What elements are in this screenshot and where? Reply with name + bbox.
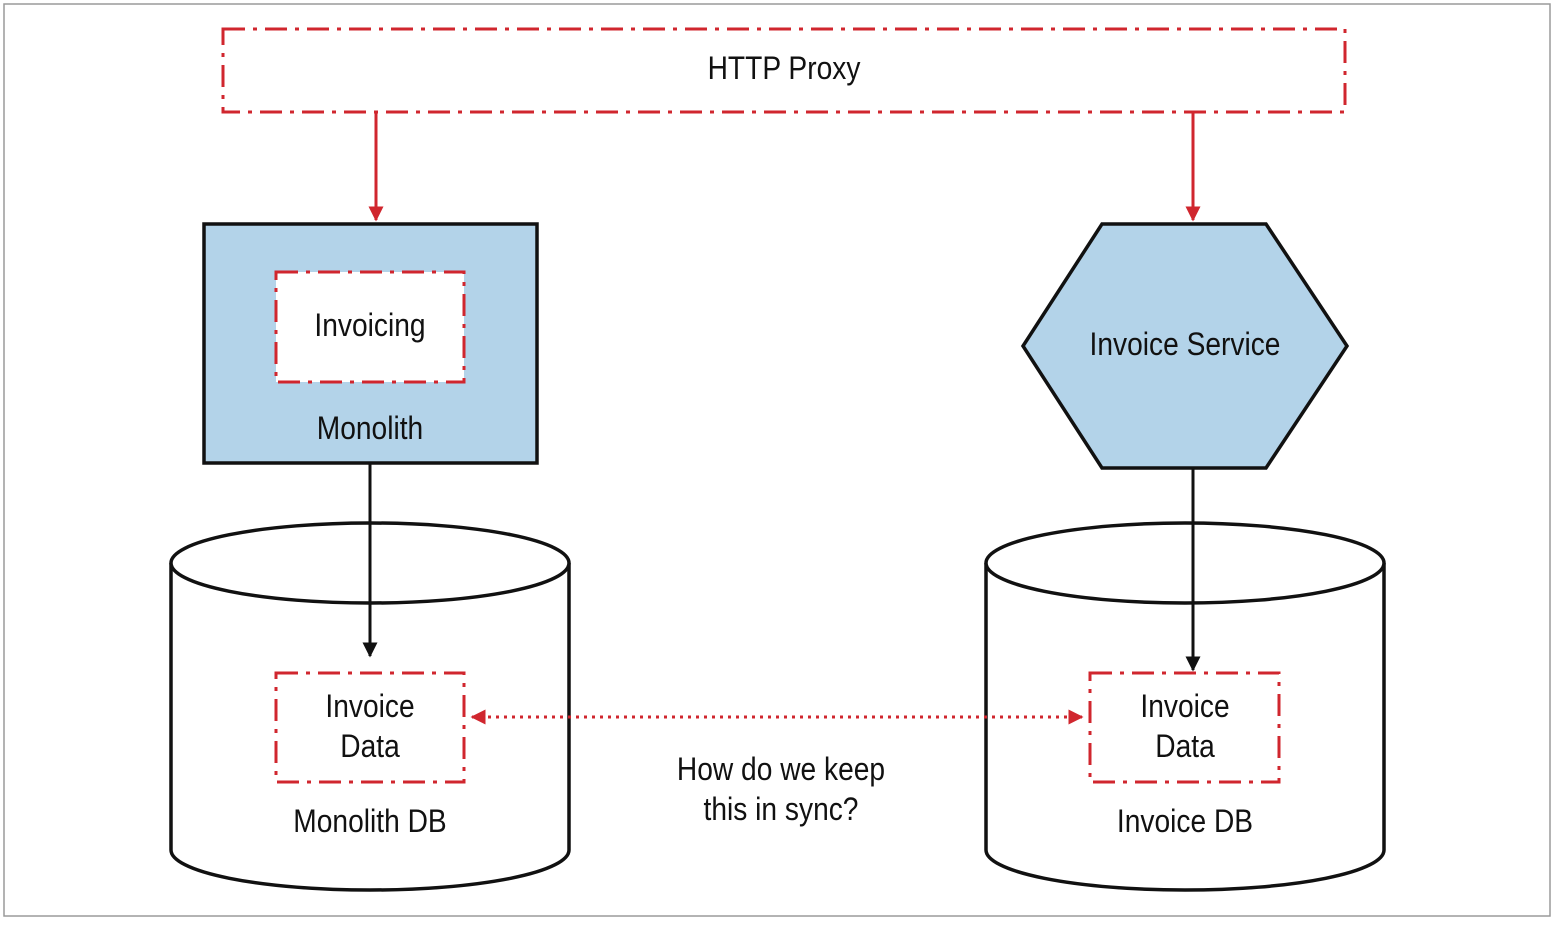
sync-question-line2: this in sync?	[703, 791, 859, 827]
monolith-invoice-data-box	[274, 671, 466, 784]
invoice-db-invoice-data-label: Invoice Data	[1097, 686, 1273, 766]
http-proxy-label: HTTP Proxy	[707, 50, 861, 86]
sync-question-line1: How do we keep	[676, 751, 886, 787]
monolith-invoice-data-label: Invoice Data	[282, 686, 458, 766]
sync-question-label: How do we keep this in sync?	[649, 749, 913, 829]
http-proxy-box	[221, 27, 1347, 114]
invoice-db-label: Invoice DB	[1116, 803, 1254, 839]
monolith-db-label: Monolith DB	[293, 803, 447, 839]
diagram-frame	[3, 3, 1551, 917]
invoice-db-invoice-data-box	[1088, 671, 1281, 784]
invoice-db-invoice-data-line2: Data	[1155, 728, 1215, 764]
monolith-label: Monolith	[316, 410, 424, 446]
invoicing-module-box	[274, 270, 466, 384]
invoicing-module-label: Invoicing	[314, 307, 426, 343]
invoice-db-invoice-data-line1: Invoice	[1140, 688, 1230, 724]
monolith-invoice-data-line1: Invoice	[325, 688, 415, 724]
invoice-service-label: Invoice Service	[1089, 326, 1281, 362]
monolith-invoice-data-line2: Data	[340, 728, 400, 764]
invoice-service-hexagon	[1020, 222, 1350, 470]
